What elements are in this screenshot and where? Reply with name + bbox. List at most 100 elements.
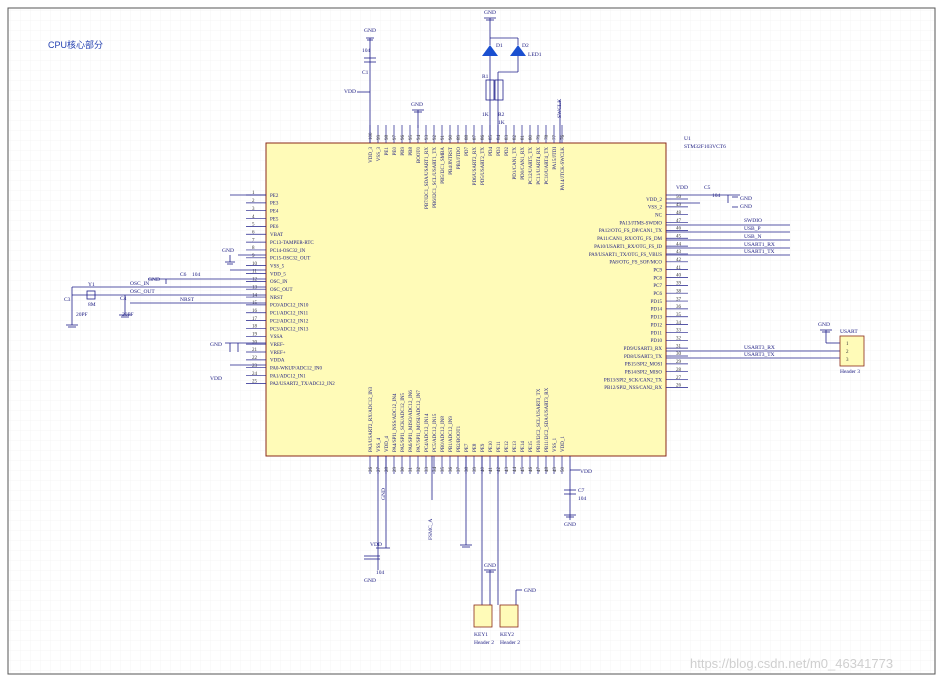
- pin-number-left-1: 1: [252, 191, 255, 196]
- pin-number-top-84: 84: [497, 135, 502, 141]
- pin-number-right-46: 46: [676, 227, 682, 232]
- c1-value: 104: [362, 48, 371, 54]
- pin-name-top-98: PE1: [385, 147, 390, 156]
- r1-designator: R1: [482, 74, 489, 80]
- pin-number-top-97: 97: [393, 135, 398, 141]
- pin-name-right-40: PC8: [653, 276, 662, 281]
- key2-gnd-label: GND: [524, 588, 536, 594]
- svg-text:2: 2: [846, 350, 849, 355]
- pin-number-bottom-37: 37: [457, 467, 462, 473]
- pin-name-left-3: PE4: [270, 210, 279, 215]
- vss5-gnd-label: GND: [222, 248, 234, 254]
- left-pin-group: 1PE22PE33PE44PE55PE66VBAT7PC13-TAMPER-RT…: [246, 191, 335, 387]
- pin-name-top-76: PA14/JTCK-SWCLK: [561, 147, 566, 191]
- pin-name-bottom-27: VSS_4: [377, 437, 382, 452]
- pin-number-top-98: 98: [385, 135, 390, 141]
- pin-name-left-15: PC0/ADC12_IN10: [270, 304, 309, 309]
- usart-header-connector[interactable]: [839, 335, 865, 367]
- pin-name-left-8: PC14-OSC32_IN: [270, 249, 306, 254]
- pin-name-top-92: PB6/I2C1_SCL/USART1_TX: [433, 147, 438, 208]
- pin-number-right-43: 43: [676, 250, 682, 255]
- pin-name-left-23: PA0-WKUP/ADC12_IN0: [270, 367, 323, 372]
- pin-name-bottom-34: PC5/ADC12_IN15: [433, 413, 438, 452]
- c7-value: 104: [578, 496, 587, 502]
- svg-text:3: 3: [846, 358, 849, 363]
- pin-number-bottom-30: 30: [401, 467, 406, 473]
- swclk-net-label: SWCLK: [557, 99, 563, 118]
- d1-designator: D1: [496, 43, 503, 49]
- key2-header-part: Header 2: [500, 640, 520, 646]
- pin-name-top-90: PB4/JNTRST: [449, 147, 454, 175]
- pin-number-bottom-46: 46: [529, 467, 534, 473]
- pin-number-bottom-48: 48: [545, 467, 550, 473]
- y1-value: 8M: [88, 302, 96, 308]
- pin-name-top-87: PD6/USART2_RX: [473, 147, 478, 186]
- pin-name-left-24: PA1/ADC12_IN1: [270, 374, 306, 379]
- pin-number-bottom-39: 39: [473, 467, 478, 473]
- pin-number-right-37: 37: [676, 297, 682, 302]
- pin-number-right-30: 30: [676, 352, 682, 357]
- pin-number-top-90: 90: [449, 135, 454, 141]
- pin-name-right-38: PC6: [653, 292, 662, 297]
- pin-name-right-49: VSS_2: [648, 206, 663, 211]
- pin-name-top-89: PB3/JTDO: [457, 147, 462, 170]
- key1-header-connector[interactable]: [473, 604, 493, 628]
- pin-number-left-16: 16: [252, 309, 258, 314]
- key1-header-part: Header 2: [474, 640, 494, 646]
- key2-header-connector[interactable]: [499, 604, 519, 628]
- pin-name-left-17: PC2/ADC12_IN12: [270, 319, 309, 324]
- pin-number-bottom-26: 26: [369, 467, 374, 473]
- pin-name-top-83: PD2: [505, 147, 510, 156]
- mcu-chip-body[interactable]: [265, 142, 667, 457]
- led-pair[interactable]: [484, 17, 519, 143]
- usart1-tx-net-label: USART1_TX: [744, 249, 775, 255]
- d2-designator: D2: [522, 43, 529, 49]
- pin-number-top-77: 77: [553, 135, 558, 141]
- pin-name-right-34: PD12: [651, 323, 663, 328]
- pin-name-bottom-36: PB1/ADC12_IN9: [449, 416, 454, 452]
- pin-name-right-43: PA9/USART1_TX/OTG_FS_VBUS: [589, 253, 662, 258]
- boot0-gnd-label: GND: [411, 102, 423, 108]
- pin-number-left-4: 4: [252, 215, 255, 220]
- pin-number-bottom-36: 36: [449, 467, 454, 473]
- pin-name-top-82: PD1/CAN1_TX: [513, 147, 518, 180]
- pin-number-right-49: 49: [676, 203, 682, 208]
- pin-number-right-31: 31: [676, 344, 682, 349]
- pin-name-bottom-29: PA4/SPI1_NSS/ADC12_IN4: [393, 393, 398, 452]
- vdd4-gnd-label: GND: [364, 578, 376, 584]
- pin-number-left-24: 24: [252, 372, 258, 377]
- pin-number-left-7: 7: [252, 238, 255, 243]
- pin-number-right-29: 29: [676, 360, 682, 365]
- key2-label: KEY2: [500, 632, 514, 638]
- pin-number-left-19: 19: [252, 333, 258, 338]
- pin-number-left-25: 25: [252, 380, 258, 385]
- pin-name-right-47: PA13/JTMS-SWDIO: [619, 221, 662, 226]
- right-pin-group: 50VDD_249VSS_248NC47PA13/JTMS-SWDIO46PA1…: [589, 195, 688, 391]
- pin-name-left-4: PE5: [270, 217, 279, 222]
- pin-number-right-42: 42: [676, 258, 682, 263]
- left-side-wires: [71, 194, 266, 366]
- pin-number-bottom-49: 49: [553, 467, 558, 473]
- boot0-ground: [412, 109, 424, 128]
- pin-name-left-5: PE6: [270, 225, 279, 230]
- pin-name-bottom-31: PA6/SPI1_MISO/ADC12_IN6: [409, 390, 414, 452]
- pin-number-left-9: 9: [252, 254, 255, 259]
- pin-name-left-11: VDD_5: [270, 272, 286, 277]
- pin-name-left-9: PC15-OSC32_OUT: [270, 257, 310, 262]
- pin-name-bottom-43: PE12: [505, 441, 510, 452]
- pin-name-left-21: VREF+: [270, 351, 286, 356]
- pin-number-top-87: 87: [473, 135, 478, 141]
- pin-name-bottom-35: PB0/ADC12_IN8: [441, 416, 446, 452]
- c4-value: 20PF: [122, 312, 134, 318]
- pin-number-bottom-33: 33: [425, 467, 430, 473]
- pin-name-right-39: PC7: [653, 284, 662, 289]
- pin-number-top-76: 76: [561, 135, 566, 141]
- c6-gnd-label: GND: [148, 277, 160, 283]
- pin-number-left-6: 6: [252, 230, 255, 235]
- decoupling-cap-c1[interactable]: [357, 37, 376, 143]
- pin-name-left-1: PE2: [270, 194, 279, 199]
- pin-number-left-10: 10: [252, 262, 258, 267]
- pin-name-right-41: PC9: [653, 268, 662, 273]
- pin-number-top-96: 96: [401, 135, 406, 141]
